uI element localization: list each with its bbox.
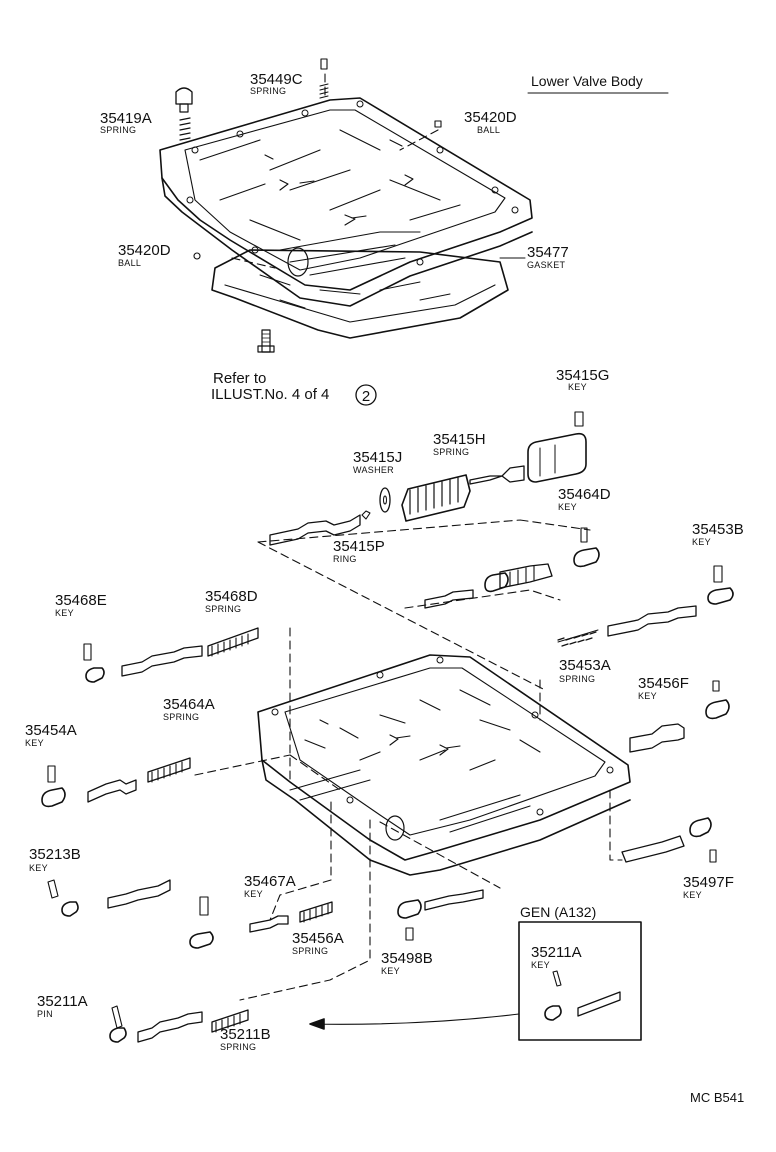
part-number-35211b: 35211B [220, 1026, 271, 1043]
part-number-35420d-left: 35420D [118, 242, 171, 259]
note-circle [355, 384, 377, 406]
part-number-35415j: 35415J [353, 449, 403, 466]
part-number-35467a: 35467A [244, 873, 296, 890]
part-number-35211a-inset: 35211A [531, 944, 582, 961]
part-name-35498b: KEY [381, 966, 400, 976]
part-name-35456f: KEY [638, 691, 657, 701]
part-name-35415g: KEY [568, 382, 587, 392]
note-circle-number: 2 [362, 388, 370, 405]
spool-assembly-left [41, 627, 484, 1043]
part-number-35453b: 35453B [692, 521, 744, 538]
part-number-35464a: 35464A [163, 696, 215, 713]
part-number-35415g: 35415G [556, 367, 610, 384]
part-name-35464d: KEY [558, 502, 577, 512]
part-name-35420d-top: BALL [477, 125, 501, 135]
part-name-35211a-pin: PIN [37, 1009, 53, 1019]
top-small-parts [175, 58, 442, 260]
part-name-35467a: KEY [244, 889, 263, 899]
part-name-35497f: KEY [683, 890, 702, 900]
part-number-35420d-top: 35420D [464, 109, 517, 126]
inset-title: GEN (A132) [520, 904, 597, 920]
diagram-title: Lower Valve Body [531, 73, 643, 89]
part-name-35468e: KEY [55, 608, 74, 618]
part-name-35420d-left: BALL [118, 258, 142, 268]
spool-assembly-upper [269, 411, 734, 863]
part-number-35498b: 35498B [381, 950, 433, 967]
part-number-35468e: 35468E [55, 592, 107, 609]
part-name-35415p: RING [333, 554, 357, 564]
upper-valve-body [159, 97, 533, 307]
part-name-35415j: WASHER [353, 465, 394, 475]
gasket-plate [211, 249, 509, 339]
part-name-35453a: SPRING [559, 674, 596, 684]
reference-note-line1: Refer to [213, 370, 267, 387]
dashed-leaders [194, 73, 623, 1001]
part-number-35449c: 35449C [250, 71, 303, 88]
part-name-35211a-inset: KEY [531, 960, 550, 970]
part-number-35415p: 35415P [333, 538, 385, 555]
part-name-35468d: SPRING [205, 604, 242, 614]
lower-valve-body [257, 654, 631, 876]
part-number-35468d: 35468D [205, 588, 258, 605]
part-name-35211b: SPRING [220, 1042, 257, 1052]
bolt-drawing [257, 329, 275, 353]
part-number-35415h: 35415H [433, 431, 486, 448]
part-number-35456f: 35456F [638, 675, 689, 692]
part-name-35453b: KEY [692, 537, 711, 547]
part-name-35456a: SPRING [292, 946, 329, 956]
part-number-35477: 35477 [527, 244, 569, 261]
part-name-35454a: KEY [25, 738, 44, 748]
part-name-35415h: SPRING [433, 447, 470, 457]
part-number-35454a: 35454A [25, 722, 77, 739]
part-number-35456a: 35456A [292, 930, 344, 947]
part-number-35211a-pin: 35211A [37, 993, 88, 1010]
part-number-35497f: 35497F [683, 874, 734, 891]
part-name-35477: GASKET [527, 260, 566, 270]
drawing-code: MC B541 [690, 1090, 745, 1105]
part-number-35464d: 35464D [558, 486, 611, 503]
reference-note-line2: ILLUST.No. 4 of 4 [211, 386, 330, 403]
solid-leaders [499, 92, 669, 259]
part-name-35464a: SPRING [163, 712, 200, 722]
part-number-35419a: 35419A [100, 110, 152, 127]
part-name-35449c: SPRING [250, 86, 287, 96]
part-name-35419a: SPRING [100, 125, 137, 135]
part-number-35453a: 35453A [559, 657, 611, 674]
inset-gen-box [309, 921, 642, 1041]
part-number-35213b: 35213B [29, 846, 81, 863]
part-name-35213b: KEY [29, 863, 48, 873]
